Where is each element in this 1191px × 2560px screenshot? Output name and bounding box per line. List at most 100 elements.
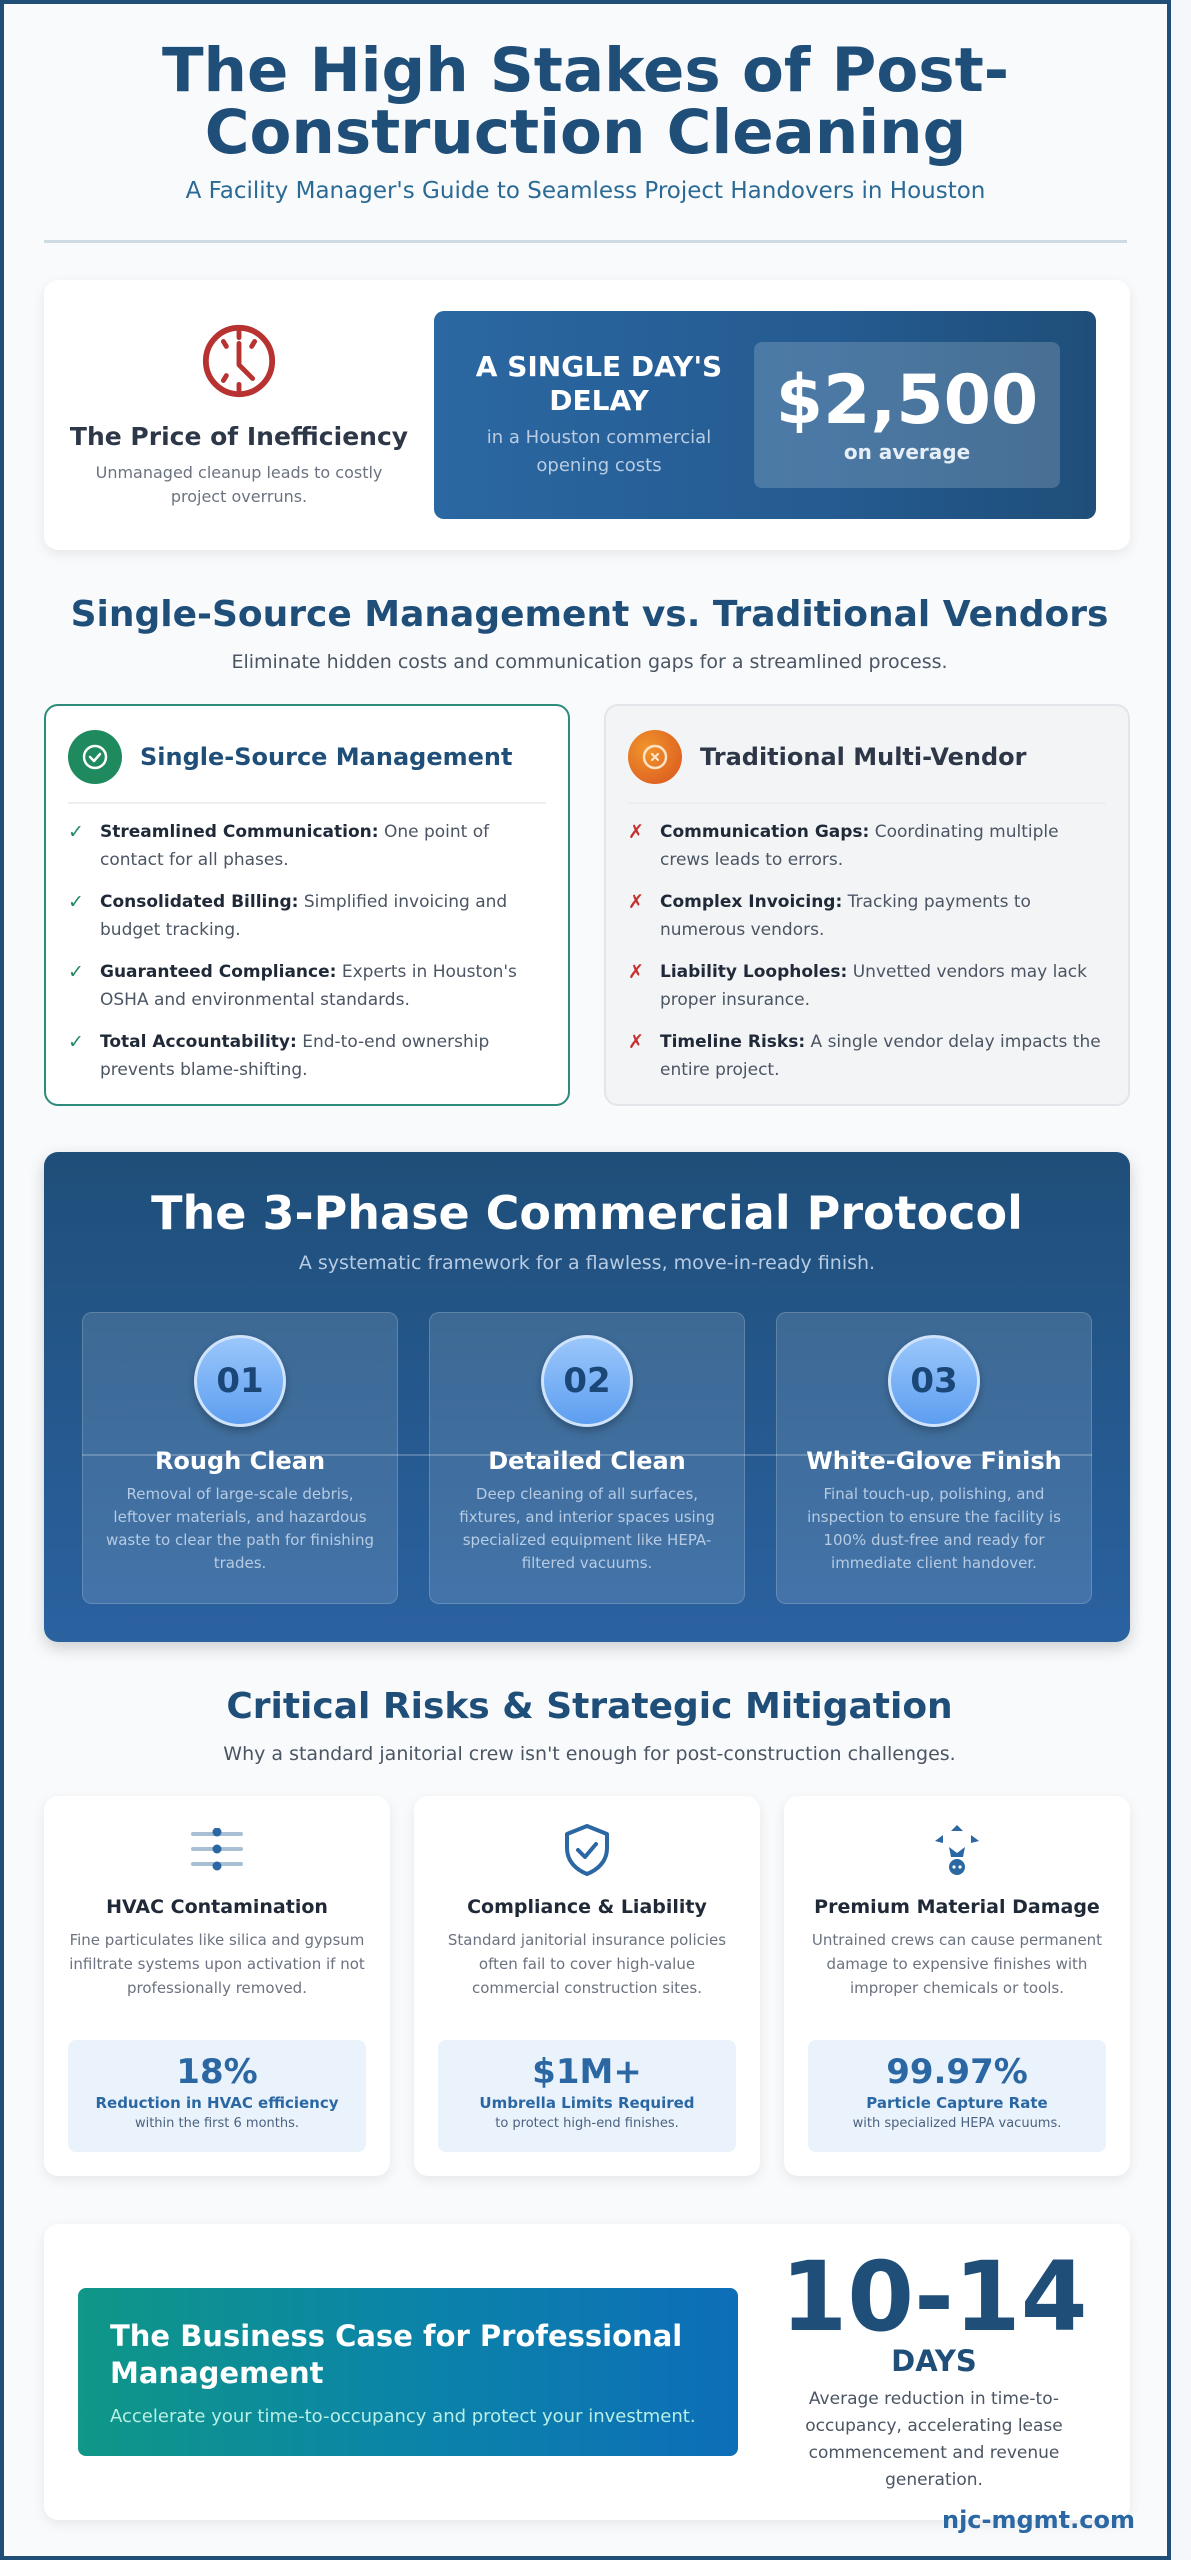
delay-cost-banner: A SINGLE DAY'S DELAY in a Houston commer… <box>434 311 1096 519</box>
footer-website-link[interactable]: njc-mgmt.com <box>941 2506 1135 2534</box>
risks-heading: Critical Risks & Strategic Mitigation Wh… <box>4 1686 1167 1765</box>
price-left: The Price of Inefficiency Unmanaged clea… <box>44 322 434 509</box>
traditional-vendor-card: Traditional Multi-Vendor ✗Communication … <box>604 704 1130 1106</box>
amount-box: $2,500 on average <box>754 342 1060 488</box>
risks-subtitle: Why a standard janitorial crew isn't eno… <box>223 1743 956 1765</box>
risk-title: HVAC Contamination <box>106 1896 328 1918</box>
material-damage-icon <box>808 1820 1106 1880</box>
price-title: The Price of Inefficiency <box>69 421 409 451</box>
check-circle-icon <box>68 730 122 784</box>
risk-card: Premium Material Damage Untrained crews … <box>784 1796 1130 2176</box>
stat-box: 99.97% Particle Capture Rate with specia… <box>808 2040 1106 2152</box>
risk-description: Untrained crews can cause permanent dama… <box>811 1931 1103 1997</box>
risk-description: Fine particulates like silica and gypsum… <box>69 1931 365 1997</box>
business-case-banner: The Business Case for Professional Manag… <box>78 2288 738 2456</box>
comparison-title: Single-Source Management vs. Traditional… <box>70 594 1109 635</box>
phase-list: 01 Rough Clean Removal of large-scale de… <box>82 1312 1092 1604</box>
comparison-subtitle: Eliminate hidden costs and communication… <box>231 651 948 673</box>
delay-subtext: in a Houston commercial opening costs <box>486 427 712 476</box>
list-item: ✓Total Accountability: End-to-end owners… <box>68 1028 546 1084</box>
check-icon: ✓ <box>68 961 84 983</box>
check-icon: ✓ <box>68 891 84 913</box>
phase-title: White-Glove Finish <box>806 1447 1062 1475</box>
traditional-header: Traditional Multi-Vendor <box>628 730 1106 804</box>
phase-connector <box>82 1454 1092 1456</box>
phase-title: Rough Clean <box>154 1447 326 1475</box>
list-item: ✓Consolidated Billing: Simplified invoic… <box>68 888 546 944</box>
days-unit: DAYS <box>891 2344 977 2378</box>
delay-amount: $2,500 <box>775 361 1039 440</box>
stat-value: 18% <box>176 2052 258 2092</box>
phase-card: 02 Detailed Clean Deep cleaning of all s… <box>429 1312 745 1604</box>
amount-subtext: on average <box>843 440 971 464</box>
page-title: The High Stakes of Post-Construction Cle… <box>161 35 1010 168</box>
business-title: The Business Case for Professional Manag… <box>110 2319 683 2390</box>
risk-description: Standard janitorial insurance policies o… <box>447 1931 727 1997</box>
stat-label: Reduction in HVAC efficiency <box>95 2094 339 2112</box>
risk-title: Compliance & Liability <box>467 1896 707 1918</box>
list-item: ✗Complex Invoicing: Tracking payments to… <box>628 888 1106 944</box>
protocol-subtitle: A systematic framework for a flawless, m… <box>298 1252 876 1274</box>
clock-icon <box>202 324 276 397</box>
business-case-card: The Business Case for Professional Manag… <box>44 2224 1130 2520</box>
stat-box: $1M+ Umbrella Limits Required to protect… <box>438 2040 736 2152</box>
shield-check-icon <box>438 1820 736 1880</box>
cross-icon: ✗ <box>628 891 644 913</box>
risks-section: HVAC Contamination Fine particulates lik… <box>44 1796 1130 2176</box>
single-source-title: Single-Source Management <box>140 743 513 771</box>
list-item: ✓Guaranteed Compliance: Experts in Houst… <box>68 958 546 1014</box>
check-icon: ✓ <box>68 1031 84 1053</box>
traditional-title: Traditional Multi-Vendor <box>700 743 1027 771</box>
list-item: ✗Timeline Risks: A single vendor delay i… <box>628 1028 1106 1084</box>
stat-label: Particle Capture Rate <box>866 2094 1048 2112</box>
phase-number-badge: 02 <box>541 1335 633 1427</box>
header: The High Stakes of Post-Construction Cle… <box>4 4 1167 243</box>
single-source-list: ✓Streamlined Communication: One point of… <box>68 818 546 1084</box>
business-subtitle: Accelerate your time-to-occupancy and pr… <box>110 2406 696 2427</box>
phase-card: 01 Rough Clean Removal of large-scale de… <box>82 1312 398 1604</box>
stat-value: 99.97% <box>886 2052 1028 2092</box>
cross-icon: ✗ <box>628 1031 644 1053</box>
x-circle-icon <box>628 730 682 784</box>
page-subtitle: A Facility Manager's Guide to Seamless P… <box>185 178 986 204</box>
phase-description: Deep cleaning of all surfaces, fixtures,… <box>459 1485 715 1572</box>
list-item: ✗Communication Gaps: Coordinating multip… <box>628 818 1106 874</box>
cross-icon: ✗ <box>628 961 644 983</box>
delay-heading: A SINGLE DAY'S DELAY <box>475 350 723 417</box>
risk-title: Premium Material Damage <box>814 1896 1100 1918</box>
list-item: ✓Streamlined Communication: One point of… <box>68 818 546 874</box>
divider <box>44 240 1127 243</box>
phase-title: Detailed Clean <box>488 1447 686 1475</box>
stat-note: to protect high-end finishes. <box>495 2116 679 2131</box>
price-description: Unmanaged cleanup leads to costly projec… <box>95 462 383 506</box>
phase-card: 03 White-Glove Finish Final touch-up, po… <box>776 1312 1092 1604</box>
phase-description: Removal of large-scale debris, leftover … <box>105 1485 375 1572</box>
risk-card: Compliance & Liability Standard janitori… <box>414 1796 760 2176</box>
protocol-section: The 3-Phase Commercial Protocol A system… <box>44 1152 1130 1642</box>
price-of-inefficiency-card: The Price of Inefficiency Unmanaged clea… <box>44 280 1130 550</box>
single-source-header: Single-Source Management <box>68 730 546 804</box>
phase-description: Final touch-up, polishing, and inspectio… <box>807 1485 1061 1572</box>
risk-card: HVAC Contamination Fine particulates lik… <box>44 1796 390 2176</box>
check-icon: ✓ <box>68 821 84 843</box>
protocol-title: The 3-Phase Commercial Protocol <box>151 1186 1023 1240</box>
risks-title: Critical Risks & Strategic Mitigation <box>226 1686 953 1727</box>
stat-label: Umbrella Limits Required <box>479 2094 695 2112</box>
stat-box: 18% Reduction in HVAC efficiency within … <box>68 2040 366 2152</box>
list-item: ✗Liability Loopholes: Unvetted vendors m… <box>628 958 1106 1014</box>
stat-value: $1M+ <box>532 2052 642 2092</box>
traditional-list: ✗Communication Gaps: Coordinating multip… <box>628 818 1106 1084</box>
stat-note: with specialized HEPA vacuums. <box>852 2116 1062 2131</box>
days-value: 10-14 <box>780 2241 1088 2353</box>
single-source-card: Single-Source Management ✓Streamlined Co… <box>44 704 570 1106</box>
days-description: Average reduction in time-to-occupancy, … <box>805 2389 1063 2490</box>
phase-number-badge: 03 <box>888 1335 980 1427</box>
sliders-icon <box>68 1820 366 1880</box>
phase-number-badge: 01 <box>194 1335 286 1427</box>
stat-note: within the first 6 months. <box>134 2116 300 2131</box>
comparison-heading: Single-Source Management vs. Traditional… <box>4 594 1167 673</box>
delay-text: A SINGLE DAY'S DELAY in a Houston commer… <box>464 350 734 480</box>
cross-icon: ✗ <box>628 821 644 843</box>
comparison-section: Single-Source Management ✓Streamlined Co… <box>44 704 1130 1106</box>
